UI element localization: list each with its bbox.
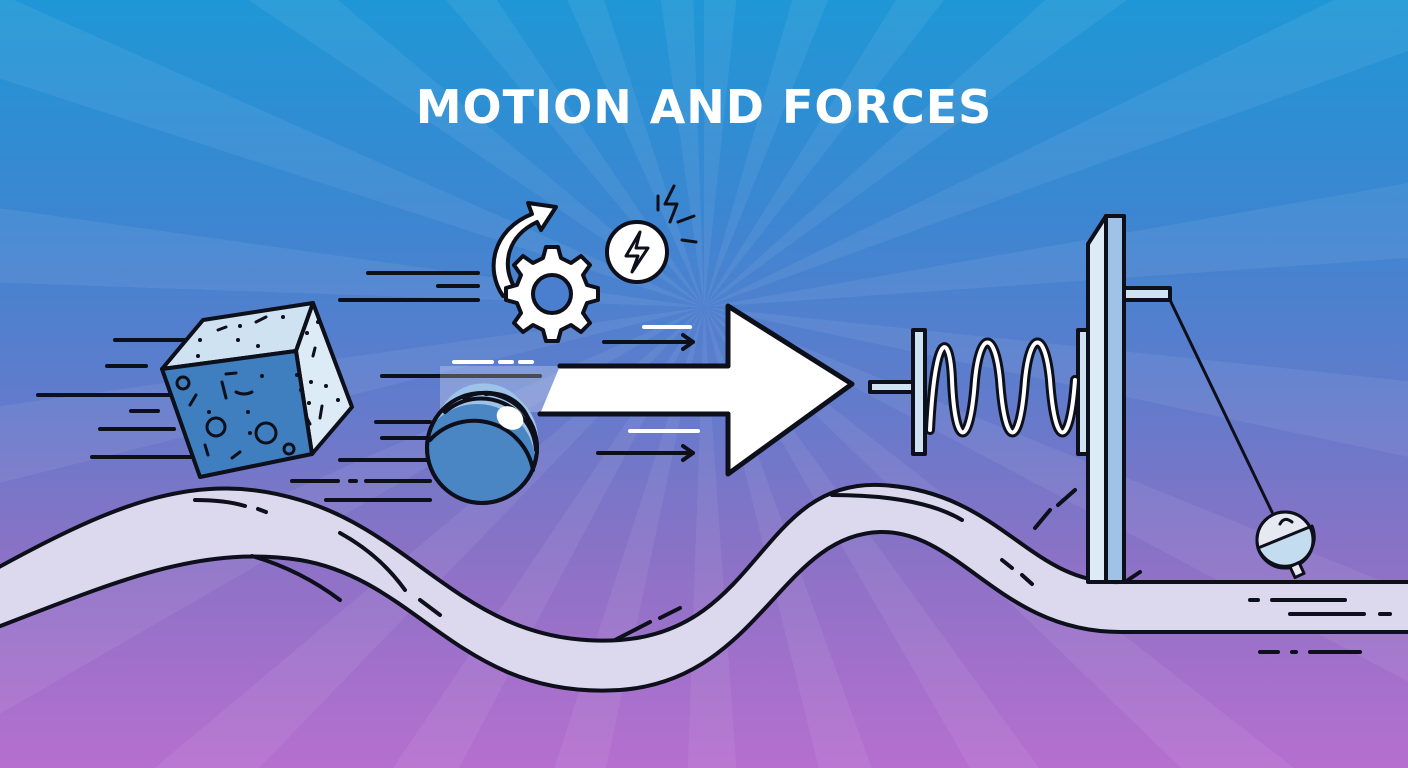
pendulum-icon xyxy=(1168,298,1316,580)
speed-lines xyxy=(36,271,542,502)
wall-post-icon xyxy=(1086,214,1172,584)
small-arrow-icons xyxy=(596,333,695,462)
speckled-cube-icon xyxy=(160,301,354,479)
highlight-dashes xyxy=(452,325,700,433)
gear-icon xyxy=(504,245,600,343)
rotation-arrow-icon xyxy=(491,201,558,298)
striped-ball-icon xyxy=(425,383,539,505)
page-title: MOTION AND FORCES xyxy=(415,80,993,134)
large-right-arrow-icon xyxy=(537,303,855,477)
spring-icon xyxy=(868,328,1092,456)
lightning-bolt-icon xyxy=(605,184,698,284)
wavy-track-icon xyxy=(0,482,1408,693)
